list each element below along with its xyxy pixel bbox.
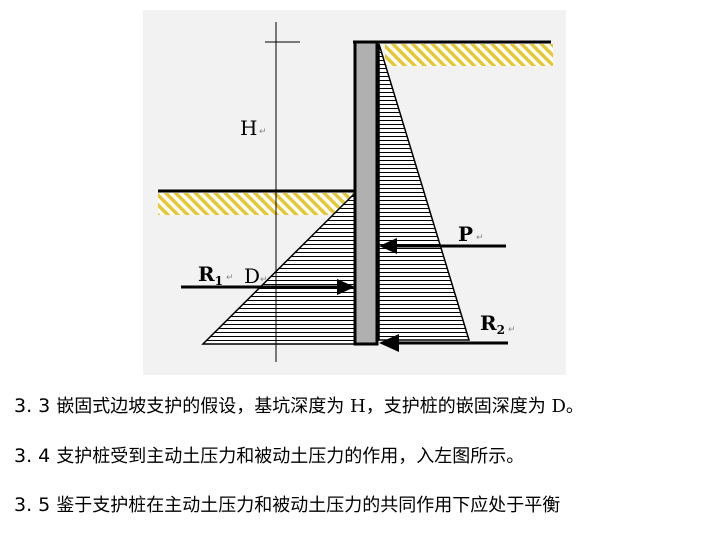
- label-R2: R2: [480, 311, 505, 337]
- item-number: 3. 4: [14, 445, 51, 467]
- label-P: P: [458, 222, 473, 246]
- active-pressure-diagram: [378, 43, 471, 341]
- label-R1: R1: [198, 262, 223, 288]
- paragraph-mark: ↵: [226, 273, 234, 283]
- retaining-pile: [353, 40, 379, 346]
- arrow-P-head: [379, 238, 397, 254]
- text-line-3-3: 3. 3 嵌固式边坡支护的假设，基坑深度为 H，支护桩的嵌固深度为 D。: [14, 394, 714, 419]
- label-H: H: [240, 116, 257, 140]
- item-number: 3. 3: [14, 395, 51, 417]
- paragraph-mark: ↵: [260, 275, 268, 285]
- item-text: 嵌固式边坡支护的假设，基坑深度为 H，支护桩的嵌固深度为 D。: [56, 396, 584, 417]
- arrow-R1-head: [337, 279, 355, 295]
- soil-hatch-top: [385, 44, 553, 66]
- text-line-3-5: 3. 5 鉴于支护桩在主动土压力和被动土压力的共同作用下应处于平衡: [14, 493, 714, 518]
- retaining-pile-diagram: H ↵ P ↵ R1 ↵ D ↵ R2 ↵: [143, 10, 566, 375]
- item-text: 鉴于支护桩在主动土压力和被动土压力的共同作用下应处于平衡: [56, 495, 561, 516]
- item-number: 3. 5: [14, 494, 51, 516]
- paragraph-mark: ↵: [508, 325, 516, 335]
- item-text: 支护桩受到主动土压力和被动土压力的作用，入左图所示。: [56, 446, 525, 467]
- soil-hatch-bottom: [158, 193, 355, 215]
- label-D: D: [244, 264, 260, 288]
- text-line-3-4: 3. 4 支护桩受到主动土压力和被动土压力的作用，入左图所示。: [14, 444, 714, 469]
- arrow-R2-head: [379, 334, 399, 352]
- paragraph-mark: ↵: [476, 233, 484, 243]
- paragraph-mark: ↵: [259, 127, 267, 137]
